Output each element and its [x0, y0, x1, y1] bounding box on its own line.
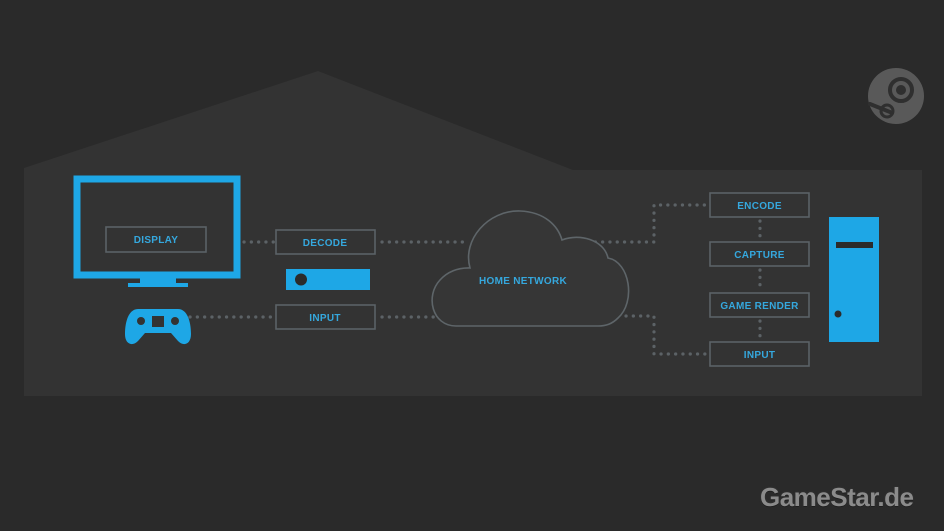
capture-box: CAPTURE: [709, 241, 810, 267]
game-render-box: GAME RENDER: [709, 292, 810, 318]
house-shape: [24, 71, 922, 396]
home-network-label: HOME NETWORK: [479, 276, 568, 287]
game-render-label: GAME RENDER: [720, 301, 799, 312]
capture-label: CAPTURE: [734, 250, 784, 261]
display-box: DISPLAY: [105, 226, 207, 253]
host-input-box: INPUT: [709, 341, 810, 367]
host-input-label: INPUT: [744, 350, 776, 361]
encode-box: ENCODE: [709, 192, 810, 218]
cloud-icon: [431, 210, 630, 327]
gamestar-watermark: GameStar.de: [760, 482, 914, 512]
monitor-icon: [73, 175, 241, 287]
steam-logo-icon: [868, 68, 924, 124]
gamepad-icon: [125, 309, 191, 345]
client-input-box: INPUT: [275, 304, 376, 330]
pc-tower-icon: [829, 217, 879, 342]
set-top-box-icon: [286, 269, 370, 290]
connector-network-input: [624, 314, 708, 356]
client-input-label: INPUT: [309, 313, 341, 324]
display-label: DISPLAY: [134, 235, 179, 246]
encode-label: ENCODE: [737, 201, 782, 212]
connectors: [188, 203, 762, 356]
decode-box: DECODE: [275, 229, 376, 255]
decode-label: DECODE: [303, 238, 348, 249]
